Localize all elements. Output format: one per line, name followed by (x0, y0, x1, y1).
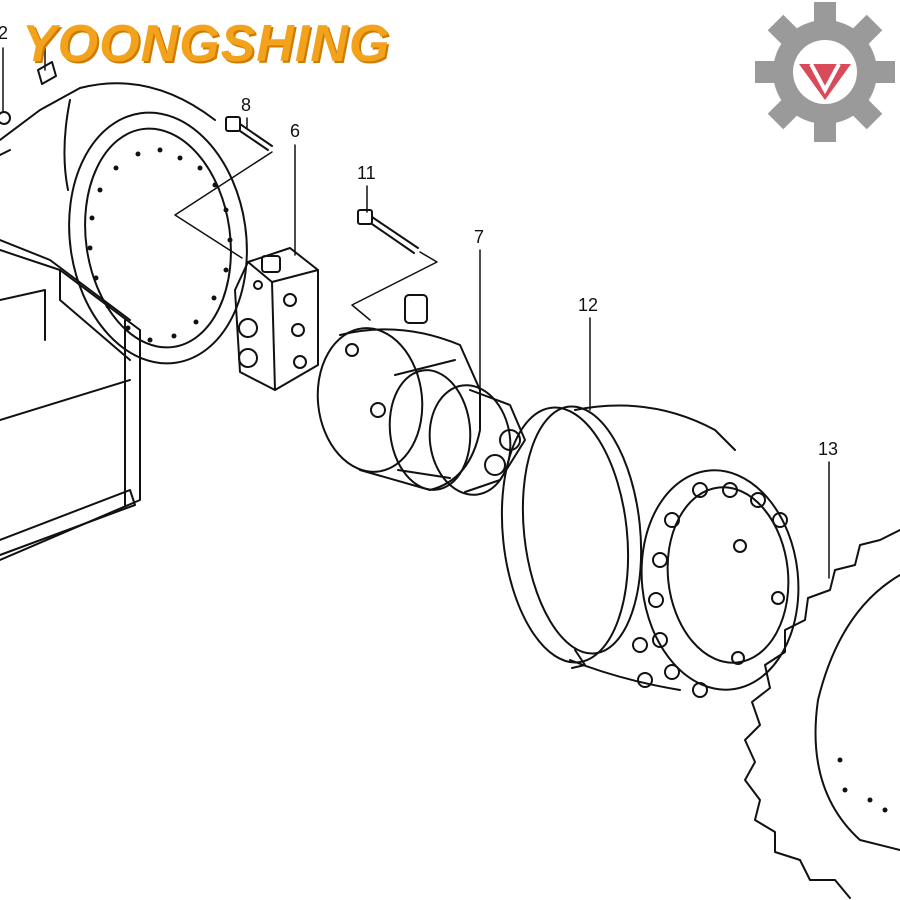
brand-wordmark: YOONGSHING (22, 15, 391, 73)
callout-7: 7 (474, 227, 485, 247)
track-frame (0, 61, 248, 561)
gearbox-12 (500, 404, 800, 698)
callout-11: 11 (357, 163, 376, 183)
sprocket-bolt-holes (837, 757, 888, 813)
gearbox-bolt-heads (632, 482, 788, 698)
bolt-8 (225, 116, 273, 151)
callout-13: 13 (818, 439, 839, 459)
gear-logo-icon (755, 2, 895, 142)
leader-lines (2, 39, 830, 579)
sprocket-13 (744, 529, 900, 899)
motor-7 (316, 294, 526, 496)
valve-block-6 (234, 247, 319, 391)
flange-bolt-holes (87, 147, 233, 343)
callout-8: 8 (241, 95, 252, 115)
callout-2: 2 (0, 23, 9, 43)
callout-12: 12 (578, 295, 599, 315)
callout-6: 6 (290, 121, 301, 141)
bolt-11 (357, 209, 419, 254)
